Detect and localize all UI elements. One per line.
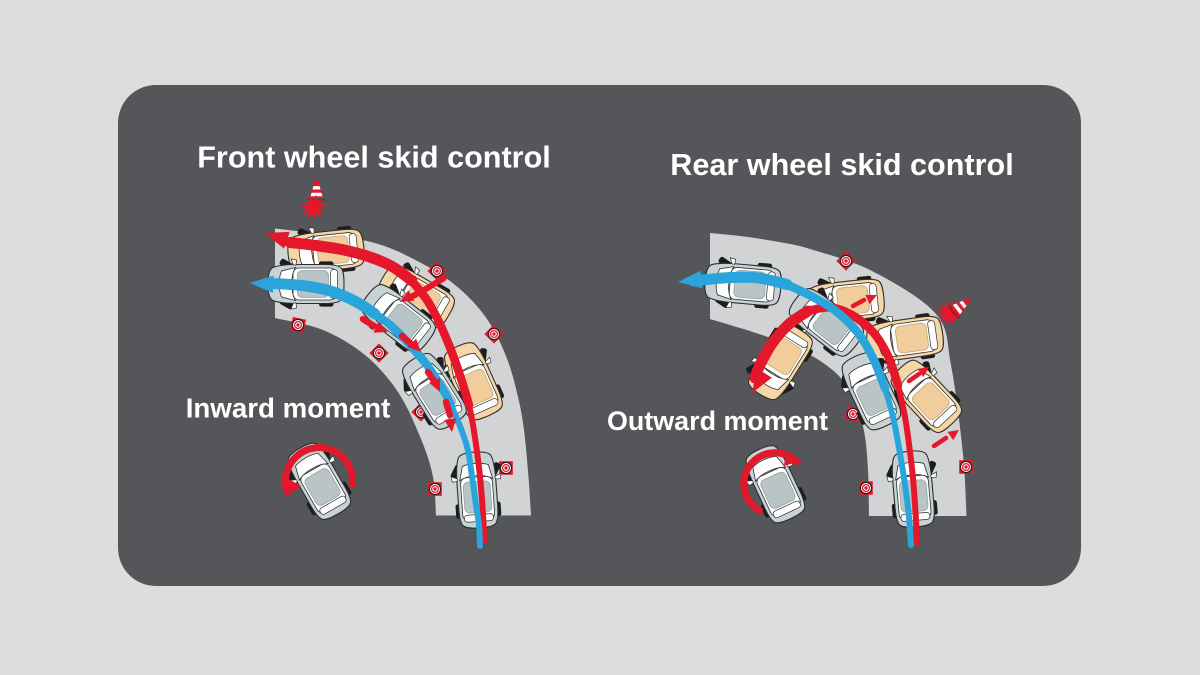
- svg-text:Front wheel skid control: Front wheel skid control: [197, 141, 551, 175]
- svg-text:Rear wheel skid control: Rear wheel skid control: [670, 148, 1013, 182]
- svg-text:Inward moment: Inward moment: [186, 393, 391, 424]
- svg-text:Outward moment: Outward moment: [607, 406, 828, 436]
